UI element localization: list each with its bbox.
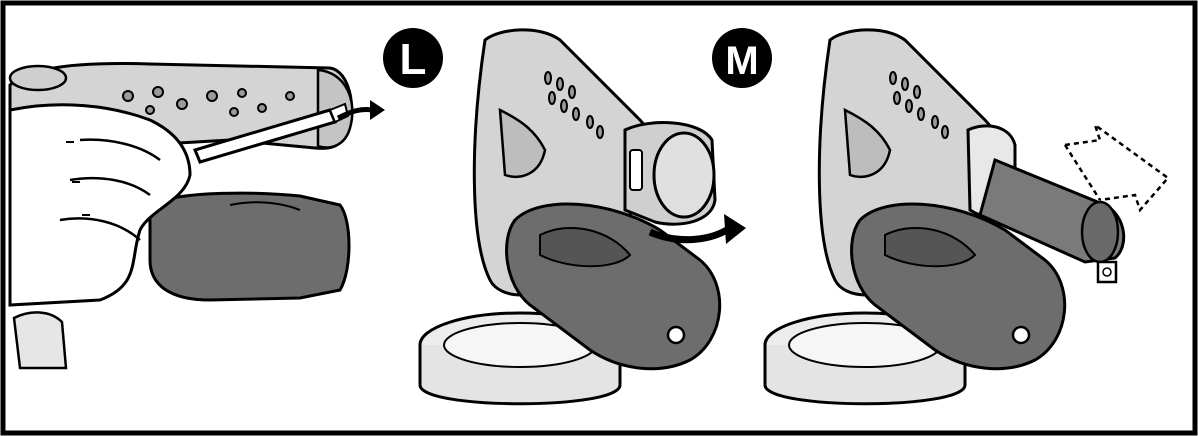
open-arrow-icon [336, 107, 373, 121]
filter-cartridge [978, 157, 1126, 284]
battery-grip-3 [884, 227, 977, 268]
base-fragment [12, 311, 68, 370]
end-cover [623, 121, 717, 226]
battery-pack [148, 191, 351, 302]
body-vents-3 [889, 71, 949, 139]
battery-grip-2 [539, 227, 632, 268]
finger-line-3 [59, 217, 141, 241]
battery-button-3 [1011, 325, 1031, 345]
pull-out-arrow-tail [1063, 144, 1102, 201]
body-recess [498, 107, 547, 178]
rotate-arrow-head [724, 214, 746, 244]
handle-cap [8, 64, 68, 92]
panel-open-cover [8, 61, 385, 370]
body-recess-3 [843, 107, 892, 178]
step-label-m: M [725, 39, 758, 83]
rotate-arrow-icon [648, 225, 732, 244]
step-label-l: L [400, 35, 427, 84]
panel-remove-filter [763, 28, 1170, 406]
battery-edge [229, 201, 301, 211]
pull-out-arrow-icon [1064, 121, 1170, 213]
hand [8, 103, 192, 307]
finger-line-1 [79, 138, 161, 162]
finger-line-2 [69, 176, 151, 197]
step-badge-m: M [712, 28, 772, 88]
panel-rotate-cover [418, 28, 746, 406]
open-arrow-head [370, 100, 385, 120]
body-vents [544, 71, 604, 139]
battery-button-2 [666, 325, 686, 345]
step-badge-l: L [383, 28, 443, 88]
